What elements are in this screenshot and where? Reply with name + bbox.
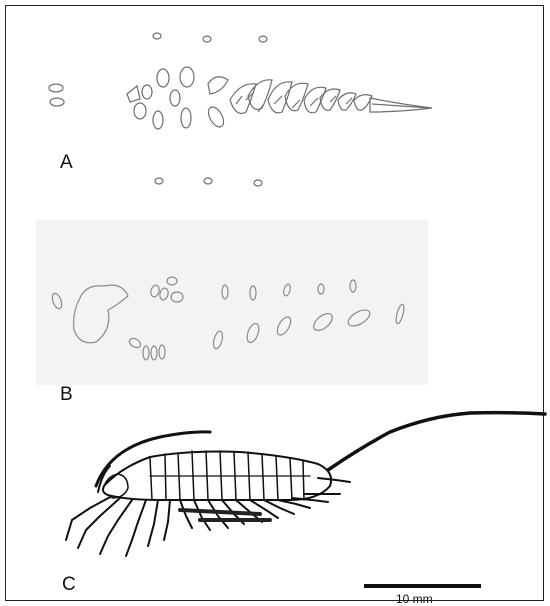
panel-label-b: B <box>60 384 73 406</box>
blob-track-mark <box>74 285 128 343</box>
track-mark <box>230 84 256 114</box>
track-mark <box>222 285 228 299</box>
track-mark <box>203 36 211 42</box>
track-mark <box>171 292 183 302</box>
track-mark <box>180 67 194 87</box>
track-mark <box>245 322 261 344</box>
track-mark <box>254 180 262 186</box>
track-mark <box>50 98 64 106</box>
track-mark <box>51 292 64 310</box>
caudal-filament <box>328 413 545 470</box>
track-mark <box>159 345 165 359</box>
track-mark <box>128 337 142 350</box>
track-mark <box>318 284 324 294</box>
track-mark <box>283 283 292 296</box>
track-mark <box>204 178 212 184</box>
track-mark <box>153 111 163 129</box>
track-mark <box>338 93 356 110</box>
track-mark <box>159 287 170 301</box>
track-mark <box>142 85 152 99</box>
panel-label-a: A <box>60 152 73 174</box>
track-mark <box>346 307 373 329</box>
track-mark <box>155 178 163 184</box>
track-mark <box>320 89 340 110</box>
legs-shadow <box>180 510 270 520</box>
track-mark <box>49 84 63 92</box>
panel-a-trackway <box>49 33 432 186</box>
panel-label-c: C <box>62 574 76 596</box>
track-mark <box>127 86 140 102</box>
panel-b-trackway <box>51 277 406 360</box>
track-mark <box>311 310 336 333</box>
track-mark <box>395 304 406 325</box>
panel-c-reconstruction <box>66 413 545 556</box>
track-mark <box>350 280 356 292</box>
scale-bar-label: 10 mm <box>396 593 433 605</box>
track-mark <box>275 315 294 337</box>
track-mark <box>143 346 149 360</box>
track-mark <box>259 36 267 42</box>
track-mark <box>205 104 226 129</box>
track-mark <box>151 346 157 360</box>
track-mark <box>250 286 256 300</box>
track-mark <box>150 284 161 298</box>
track-mark <box>170 90 180 106</box>
track-mark <box>157 69 169 87</box>
track-mark <box>167 277 177 285</box>
track-mark <box>134 103 146 119</box>
track-mark <box>354 95 372 111</box>
track-mark <box>208 77 228 94</box>
legs-front <box>66 496 170 556</box>
track-mark <box>285 83 308 111</box>
track-mark <box>153 33 161 39</box>
track-mark <box>181 108 191 128</box>
scale-bar <box>364 584 481 588</box>
track-mark <box>212 330 224 349</box>
track-mark <box>304 87 326 113</box>
